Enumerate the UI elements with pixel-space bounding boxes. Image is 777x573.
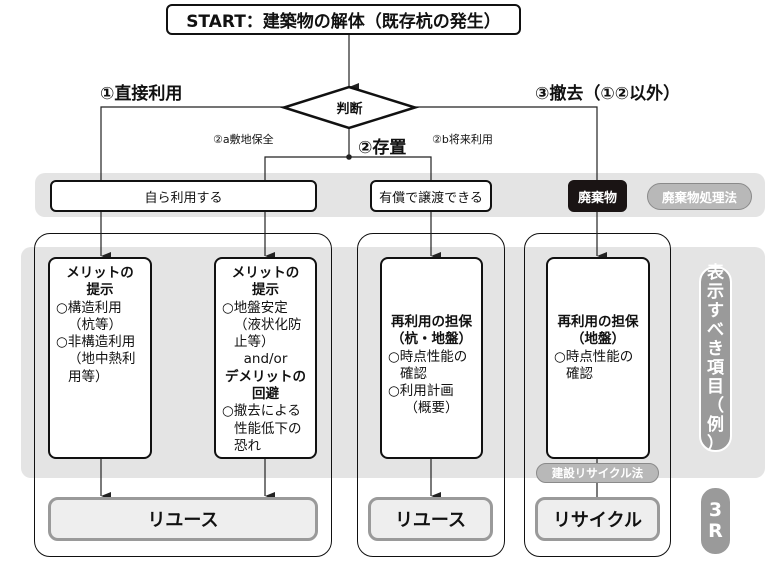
card-line-sub: 恐れ [234,437,261,454]
recycle-law-pill: 建設リサイクル法 [536,463,659,483]
self-use-box: 自ら利用する [50,180,317,212]
card-line-heading: （杭・地盤） [391,331,472,348]
group-self-use [34,233,332,557]
start-label: START：建築物の解体（既存杭の発生） [186,12,501,32]
outcome-reuse-self: リユース [48,497,318,541]
card-line-sub: 止等） [234,334,275,351]
waste-law-label: 廃棄物処理法 [661,190,737,205]
side-label-char: 項 [707,358,724,378]
side-label-char: 3 [708,499,723,521]
outcome-label: リユース [394,510,467,531]
side-label-char: （ [707,396,724,416]
branch-keep-b-label: ②b将来利用 [432,133,493,146]
branch-direct-label: ①直接利用 [100,84,183,104]
card-line-item: ○時点性能の [388,348,468,365]
side-label-char: 目 [707,377,724,397]
waste-box: 廃棄物 [568,180,627,212]
line-direct [100,106,284,180]
card-transfer: 再利用の担保（杭・地盤）○時点性能の確認○利用計画（概要） [380,257,483,459]
card-line-sub: 用等） [68,368,109,385]
card-line-item: ○撤去による [222,403,301,420]
card-waste: 再利用の担保（地盤）○時点性能の確認 [546,257,650,459]
card-line-item: ○非構造利用 [56,334,136,351]
line-keep-split [264,156,432,180]
waste-law-pill: 廃棄物処理法 [647,183,752,210]
line-remove [415,106,598,180]
card-line-sub: （地中熱利 [68,351,136,368]
outcome-recycle: リサイクル [535,497,660,541]
start-box: START：建築物の解体（既存杭の発生） [166,4,521,35]
transfer-label: 有償で譲渡できる [379,190,483,206]
card-line-sub: 確認 [400,365,427,382]
outcome-reuse-transfer: リユース [368,497,493,541]
card-line-heading: 提示 [252,282,279,299]
card-line-heading: 回避 [252,386,279,403]
decision-label: 判断 [336,102,363,117]
side-label-char: 示 [707,282,724,302]
card-line-heading: 再利用の担保 [557,314,639,330]
display-items-side-label: 表示すべき項目（例） [699,263,732,454]
branch-remove-label: ③撤去（①②以外） [535,84,681,104]
side-label-char: き [707,339,724,359]
card-line-sub: （液状化防 [234,316,302,333]
card-line-heading: （地盤） [571,331,625,348]
outcome-label: リサイクル [552,510,643,531]
card-line-heading: 提示 [86,282,114,299]
transfer-box: 有償で譲渡できる [370,180,492,212]
card-line-item: ○利用計画 [388,383,454,400]
card-line-sub: （杭等） [68,316,122,333]
side-label-char: ） [707,434,724,454]
self-use-label: 自ら利用する [144,190,223,206]
side-label-char: 表 [707,263,724,283]
card-line-sub: 性能低下の [234,420,302,437]
card-line-heading: メリットの [231,265,300,281]
card-line-connector: （概要） [404,400,459,417]
branch-keep-a-label: ②a敷地保全 [213,133,274,146]
card-line-item: ○時点性能の [554,348,634,365]
card-self-structural: メリットの提示○構造利用（杭等）○非構造利用（地中熱利用等） [48,257,152,459]
side-label-char: 例 [707,415,724,435]
card-line-item: ○構造利用 [56,299,122,316]
card-line-heading: デメリットの [225,368,306,385]
card-line-heading: 再利用の担保 [391,314,472,330]
junction-dot [346,154,352,160]
side-label-char: R [708,520,723,542]
side-label-char: べ [707,320,724,340]
outcome-label: リユース [147,510,219,531]
card-line-item: ○地盤安定 [222,299,288,316]
waste-label: 廃棄物 [577,190,617,206]
decision-diamond [279,85,420,130]
side-label-char: す [707,301,724,321]
card-line-sub: 確認 [566,365,593,382]
card-line-connector: and/or [243,351,288,368]
branch-keep-label: ②存置 [358,138,407,158]
card-line-heading: メリットの [66,265,134,281]
recycle-law-label: 建設リサイクル法 [551,466,644,480]
